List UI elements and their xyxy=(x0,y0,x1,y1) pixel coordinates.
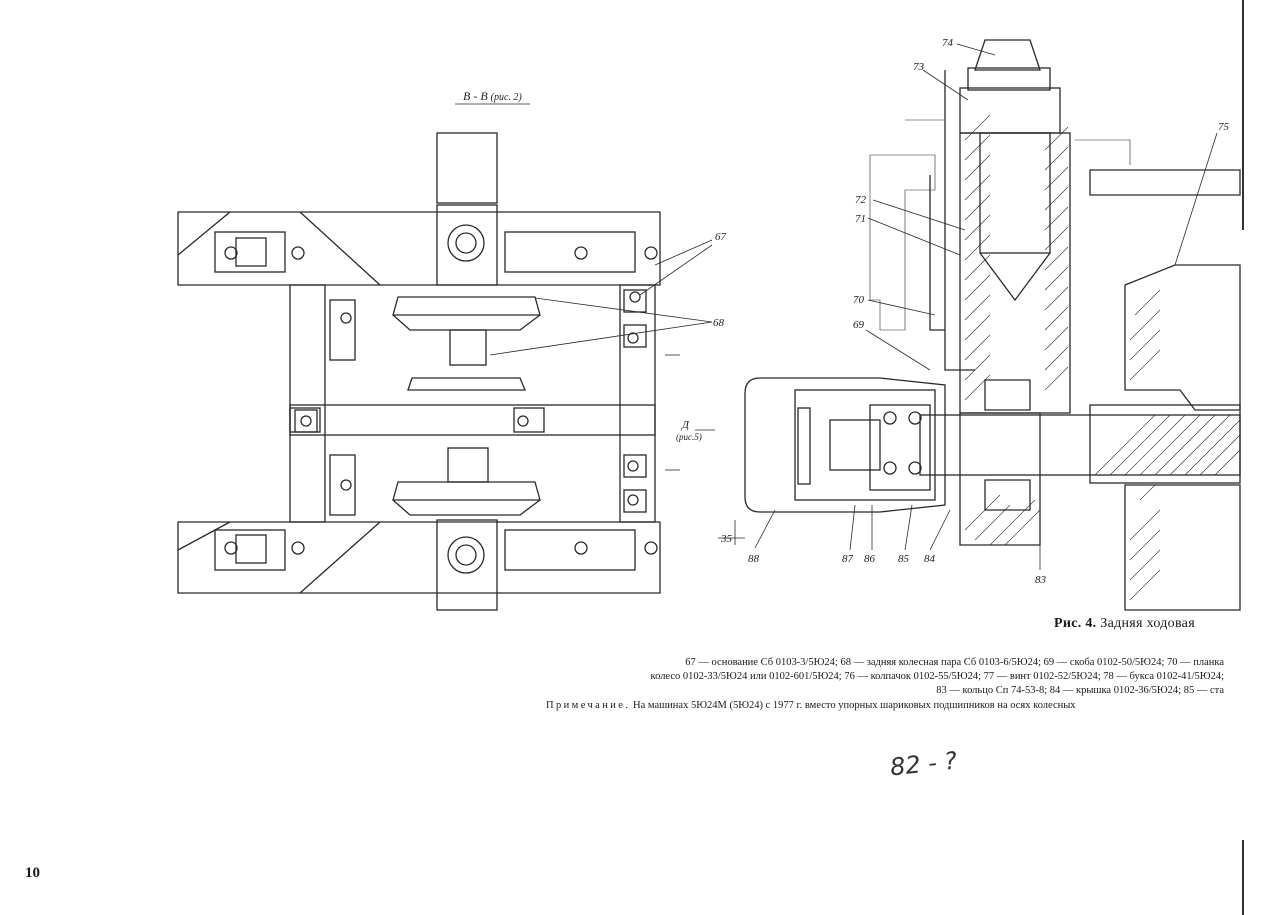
callout-70: 70 xyxy=(853,294,865,306)
caption-line-3: 83 — кольцо Сп 74-53-8; 84 — крышка 0102… xyxy=(936,685,1224,696)
callout-85: 85 xyxy=(898,553,910,565)
callout-86: 86 xyxy=(864,553,876,565)
page-number: 10 xyxy=(25,865,40,881)
page-edge-line xyxy=(1242,0,1244,230)
left-leaders xyxy=(455,103,715,471)
callout-84: 84 xyxy=(924,553,936,565)
section-hatching xyxy=(964,114,1241,601)
callout-74: 74 xyxy=(942,37,954,49)
page-edge-line-bottom xyxy=(1242,840,1244,915)
callout-87: 87 xyxy=(842,553,854,565)
ghost-outline xyxy=(869,119,1131,331)
right-leaders xyxy=(718,43,1218,570)
callout-73: 73 xyxy=(913,61,925,73)
callout-83: 83 xyxy=(1035,574,1047,586)
figure-caption-title: Рис. 4. Задняя ходовая xyxy=(1054,616,1195,631)
dimension-35: 35 xyxy=(720,533,733,545)
section-d-ref: (рис.5) xyxy=(676,432,702,442)
callout-67: 67 xyxy=(715,231,727,243)
right-view-section xyxy=(744,39,1241,611)
callout-88: 88 xyxy=(748,553,760,565)
view-title-bb: В - В (рис. 2) xyxy=(463,89,522,103)
callout-69: 69 xyxy=(853,319,865,331)
callout-68: 68 xyxy=(713,317,725,329)
left-view-frame xyxy=(177,132,661,611)
callout-72: 72 xyxy=(855,194,867,206)
section-d-label: Д xyxy=(682,419,689,431)
caption-note: Примечание. На машинах 5Ю24М (5Ю24) с 19… xyxy=(546,700,1076,711)
callout-71: 71 xyxy=(855,213,866,225)
caption-line-1: 67 — основание Сб 0103-3/5Ю24; 68 — задн… xyxy=(685,657,1224,668)
callout-75: 75 xyxy=(1218,121,1230,133)
caption-line-2: колесо 0102-33/5Ю24 или 0102-601/5Ю24; 7… xyxy=(650,671,1224,682)
